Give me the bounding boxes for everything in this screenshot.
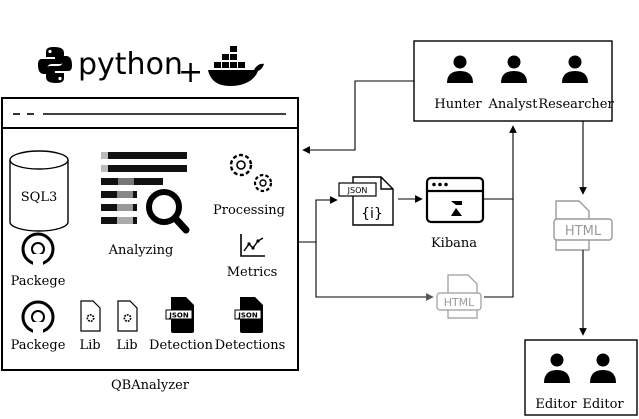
users-box-bottom: Editor Editor	[524, 339, 638, 416]
arrow-kibana-to-users	[483, 125, 517, 200]
lib-file-icon	[80, 300, 101, 332]
package-icon-bottom	[21, 300, 55, 334]
arrow-qbanalyzer-to-html	[315, 242, 434, 301]
database-icon	[9, 150, 69, 232]
svg-text:HTML: HTML	[444, 296, 475, 309]
plus-sign: +	[178, 55, 203, 90]
detections-label: Detections	[215, 338, 286, 353]
analyzing-label: Analyzing	[108, 243, 174, 258]
arrow-qbanalyzer-to-json	[298, 196, 338, 243]
user-icon	[590, 353, 616, 383]
user-label-researcher: Researcher	[538, 97, 614, 112]
metrics-chart-icon	[240, 234, 265, 257]
docker-whale-icon	[208, 46, 264, 86]
lib-file-icon	[117, 300, 138, 332]
package-icon-top	[21, 232, 55, 266]
user-icon	[544, 353, 570, 383]
kibana-window-icon	[425, 176, 485, 224]
qbanalyzer-window: SQL3 Analyzing Processing	[1, 97, 299, 371]
user-icon	[562, 55, 588, 83]
processing-label: Processing	[213, 203, 285, 218]
users-box-top: Hunter Analyst Researcher	[413, 40, 614, 122]
json-document-icon: JSON {i}	[338, 176, 394, 226]
user-label-editor-1: Editor	[535, 397, 577, 412]
json-file-icon: JSON	[165, 297, 194, 333]
svg-text:{i}: {i}	[361, 206, 383, 222]
connectors	[298, 80, 587, 336]
package-bottom-label: Packege	[11, 338, 66, 353]
svg-text:HTML: HTML	[565, 224, 602, 239]
html-document-icon-right: HTML	[553, 200, 613, 251]
user-icon	[501, 55, 527, 83]
svg-text:JSON: JSON	[168, 312, 189, 320]
user-label-analyst: Analyst	[488, 97, 539, 112]
json-file-icon: JSON	[234, 297, 263, 333]
line-html-to-users	[484, 199, 514, 298]
python-logo-icon	[38, 47, 72, 83]
user-icon	[447, 55, 473, 83]
analyzing-icon	[101, 152, 190, 234]
metrics-label: Metrics	[227, 265, 278, 280]
gears-icon	[229, 153, 273, 193]
sql-label: SQL3	[21, 190, 57, 205]
detection-label: Detection	[149, 338, 214, 353]
kibana-label: Kibana	[431, 236, 477, 251]
python-wordmark: python	[78, 47, 183, 82]
svg-text:JSON: JSON	[347, 186, 368, 195]
lib-2-label: Lib	[116, 338, 137, 353]
lib-1-label: Lib	[79, 338, 100, 353]
arrow-users-to-qbanalyzer	[302, 80, 414, 154]
user-label-hunter: Hunter	[434, 97, 482, 112]
user-label-editor-2: Editor	[582, 397, 624, 412]
svg-text:JSON: JSON	[237, 312, 258, 320]
html-document-icon: HTML	[436, 274, 482, 319]
package-top-label: Packege	[11, 274, 66, 289]
qbanalyzer-caption: QBAnalyzer	[111, 378, 190, 393]
